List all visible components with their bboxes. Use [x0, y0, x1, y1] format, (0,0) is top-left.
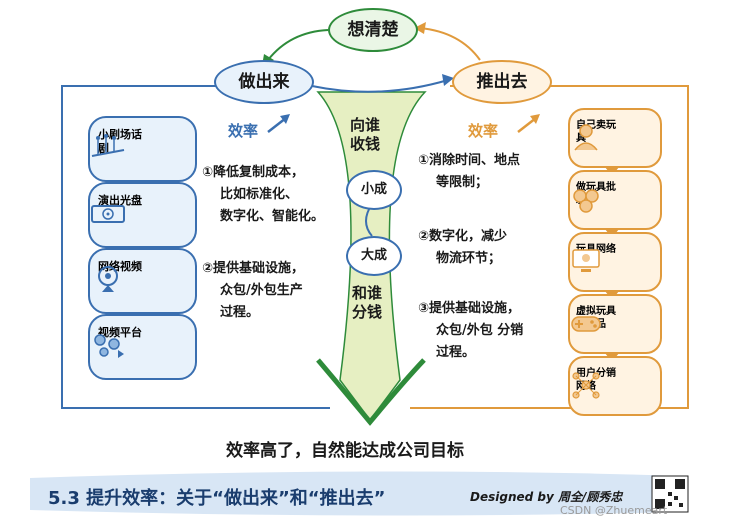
left-point-1: ①降低复制成本， 比如标准化、 数字化、智能化。	[202, 162, 324, 228]
funnel-question-2: 和谁 分钱	[352, 284, 382, 322]
right-step-user-network: 用户分销网络	[568, 356, 662, 416]
left-point-2-line2: 众包/外包生产	[202, 280, 304, 302]
right-point-3-line1: ③提供基础设施，	[418, 298, 523, 320]
theater-icon	[90, 132, 126, 162]
footer-watermark: CSDN @Zhuemeart	[560, 504, 667, 517]
network-icon	[570, 370, 602, 400]
right-efficiency-label: 效率	[468, 120, 498, 141]
right-step-self-sell: 自己卖玩具	[568, 108, 662, 168]
right-point-1: ①消除时间、地点 等限制；	[418, 150, 520, 194]
node-think-clearly-label: 想清楚	[348, 20, 399, 40]
left-step-disc: 演出光盘	[88, 182, 197, 248]
right-point-2-line1: ②数字化，减少	[418, 226, 507, 248]
right-point-1-line2: 等限制；	[418, 172, 520, 194]
toys-icon	[570, 184, 602, 214]
funnel-question-1: 向谁 收钱	[350, 116, 380, 154]
funnel-q2-line2: 分钱	[352, 303, 382, 322]
right-point-2-line2: 物流环节；	[418, 248, 507, 270]
video-platform-icon	[90, 330, 126, 360]
webcam-icon	[90, 264, 126, 294]
funnel-q1-line2: 收钱	[350, 135, 380, 154]
left-point-1-line3: 数字化、智能化。	[202, 206, 324, 228]
arrow-left-to-right	[312, 80, 448, 92]
right-step-online-store: 玩具网络商店	[568, 232, 662, 292]
big-success-circle: 大成	[346, 236, 402, 276]
right-point-2: ②数字化，减少 物流环节；	[418, 226, 507, 270]
node-make-it-label: 做出来	[239, 72, 290, 92]
left-point-2-line3: 过程。	[202, 302, 304, 324]
right-point-3-line2: 众包/外包 分销	[418, 320, 523, 342]
right-point-1-line1: ①消除时间、地点	[418, 150, 520, 172]
right-point-3: ③提供基础设施， 众包/外包 分销 过程。	[418, 298, 523, 364]
computer-icon	[570, 246, 602, 276]
node-think-clearly: 想清楚	[328, 8, 418, 52]
left-point-1-line1: ①降低复制成本，	[202, 162, 324, 184]
small-success-circle: 小成	[346, 170, 402, 210]
footer-title: 5.3 提升效率：关于“做出来”和“推出去”	[48, 484, 385, 510]
node-push-out-label: 推出去	[477, 72, 528, 92]
right-point-3-line3: 过程。	[418, 342, 523, 364]
disc-icon	[90, 198, 126, 228]
footer-credit: Designed by 周全/顾秀忠	[470, 488, 622, 505]
right-step-virtual-toys: 虚拟玩具衍生品	[568, 294, 662, 354]
left-point-1-line2: 比如标准化、	[202, 184, 324, 206]
conclusion-text: 效率高了，自然能达成公司目标	[226, 436, 464, 461]
arrow-top-to-left	[268, 30, 328, 60]
big-success-label: 大成	[361, 248, 387, 263]
left-point-2-line1: ②提供基础设施，	[202, 258, 304, 280]
left-step-theater: 小剧场话剧	[88, 116, 197, 182]
funnel-q2-line1: 和谁	[352, 284, 382, 303]
left-step-platform: 视频平台	[88, 314, 197, 380]
funnel-q1-line1: 向谁	[350, 116, 380, 135]
gamepad-icon	[570, 308, 602, 338]
node-make-it: 做出来	[214, 60, 314, 104]
person-icon	[570, 122, 602, 152]
left-point-2: ②提供基础设施， 众包/外包生产 过程。	[202, 258, 304, 324]
right-step-wholesale: 做玩具批发	[568, 170, 662, 230]
arrow-right-to-top	[420, 28, 480, 60]
left-step-webcam: 网络视频	[88, 248, 197, 314]
left-efficiency-label: 效率	[228, 120, 258, 141]
small-success-label: 小成	[361, 182, 387, 197]
node-push-out: 推出去	[452, 60, 552, 104]
